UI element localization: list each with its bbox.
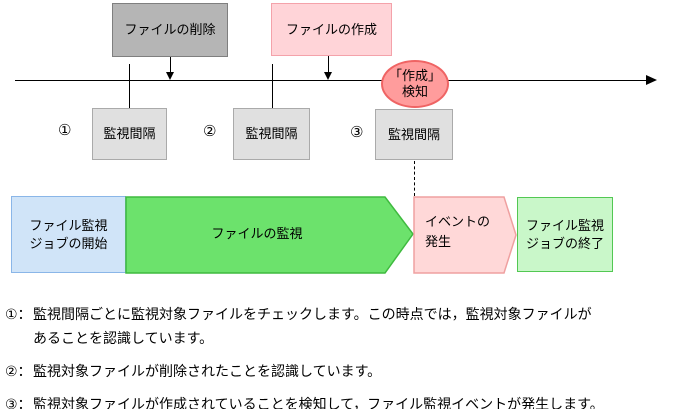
event-shape <box>413 196 517 274</box>
interval-label-3: 監視間隔 <box>387 126 440 142</box>
job-start-line1: ファイル監視 <box>29 217 108 233</box>
monitoring-arrow-label: ファイルの監視 <box>211 226 303 241</box>
delete-down-arrow-icon <box>166 72 174 80</box>
interval-label-2: 監視間隔 <box>245 126 298 141</box>
file-delete-label: ファイルの削除 <box>124 22 216 37</box>
footnote-1-line1: 監視間隔ごとに監視対象ファイルをチェックします。この時点では，監視対象ファイルが <box>33 306 592 322</box>
footnote-2-line1: 監視対象ファイルが削除されたことを認識しています。 <box>33 363 382 379</box>
timeline-axis <box>15 80 647 81</box>
footnote-1-line2: あることを認識しています。 <box>33 330 214 346</box>
footnote-2-marker: ②： <box>5 363 32 379</box>
interval-box-1: 監視間隔 <box>92 108 167 160</box>
delete-arrow-stem <box>170 57 171 73</box>
file-create-label: ファイルの作成 <box>285 21 377 37</box>
footnotes: ①： 監視間隔ごとに監視対象ファイルをチェックします。この時点では，監視対象ファ… <box>5 302 679 409</box>
interval-marker-2: ② <box>203 123 217 140</box>
creation-detected-bubble: 「作成」 検知 <box>381 60 449 108</box>
monitoring-arrow-shape <box>125 196 414 274</box>
interval-tick-2 <box>272 64 273 108</box>
creation-detected-line2: 検知 <box>401 84 428 99</box>
detection-dashed-connector <box>414 161 415 196</box>
job-end-box: ファイル監視 ジョブの終了 <box>517 197 613 272</box>
footnote-3-text: 監視対象ファイルが作成されていることを検知して，ファイル監視イベントが発生します… <box>33 392 679 409</box>
footnote-1-text: 監視間隔ごとに監視対象ファイルをチェックします。この時点では，監視対象ファイルが… <box>33 302 679 350</box>
footnote-3-line1: 監視対象ファイルが作成されていることを検知して，ファイル監視イベントが発生します… <box>33 396 604 409</box>
footnote-2: ②： 監視対象ファイルが削除されたことを認識しています。 <box>5 359 679 383</box>
footnote-2-text: 監視対象ファイルが削除されたことを認識しています。 <box>33 359 679 383</box>
job-end-line1: ファイル監視 <box>525 217 604 233</box>
file-delete-box: ファイルの削除 <box>112 3 228 57</box>
job-start-box: ファイル監視 ジョブの開始 <box>11 196 126 273</box>
interval-tick-1 <box>129 64 130 108</box>
interval-marker-3: ③ <box>350 124 364 141</box>
create-down-arrow-icon <box>324 72 332 80</box>
creation-detected-line1: 「作成」 <box>388 68 441 83</box>
footnote-1-marker: ①： <box>5 306 32 322</box>
create-arrow-stem <box>328 56 329 73</box>
interval-box-2: 監視間隔 <box>233 108 310 160</box>
footnote-3: ③： 監視対象ファイルが作成されていることを検知して，ファイル監視イベントが発生… <box>5 392 679 409</box>
job-start-line2: ジョブの開始 <box>29 235 108 251</box>
interval-marker-1: ① <box>58 122 72 139</box>
event-line2: 発生 <box>425 234 452 249</box>
event-line1: イベントの <box>425 214 491 229</box>
footnote-1: ①： 監視間隔ごとに監視対象ファイルをチェックします。この時点では，監視対象ファ… <box>5 302 679 350</box>
file-create-box: ファイルの作成 <box>271 3 392 56</box>
interval-label-1: 監視間隔 <box>103 126 156 141</box>
job-end-line2: ジョブの終了 <box>525 235 604 251</box>
footnote-3-marker: ③： <box>5 396 32 409</box>
interval-box-3: 監視間隔 <box>375 109 453 160</box>
event-label: イベントの 発生 <box>425 212 505 252</box>
timeline-arrowhead-icon <box>646 75 657 85</box>
